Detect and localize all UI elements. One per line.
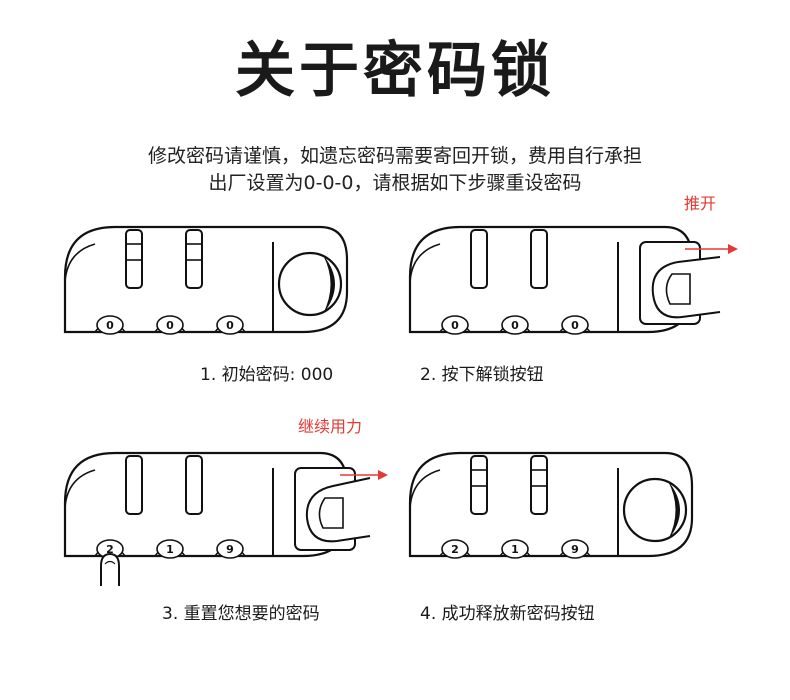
dial-3: [561, 539, 589, 559]
release-button: [277, 251, 343, 317]
dial-2: [156, 315, 184, 335]
slot-2: [530, 229, 548, 289]
intro-line-2: 出厂设置为0-0-0，请根据如下步骤重设密码: [208, 172, 582, 194]
lock-illustration-step-1: 0 0 0: [63, 225, 349, 335]
lock-illustration-step-4: 2 1 9: [408, 451, 694, 559]
lock-illustration-step-2: 0 0 0: [408, 225, 738, 335]
slot-1: [470, 455, 488, 515]
slot-1: [125, 229, 143, 289]
dial-digit-2: 0: [166, 319, 174, 332]
push-arrow-icon: [728, 244, 738, 254]
step-3-caption: 3. 重置您想要的密码: [162, 604, 320, 624]
dial-digit-3: 9: [571, 543, 579, 556]
step-2-caption: 2. 按下解锁按钮: [420, 365, 544, 385]
dial-digit-1: 0: [106, 319, 114, 332]
dial-1: [441, 315, 469, 335]
push-arrow-icon: [378, 470, 388, 480]
dial-2: [501, 539, 529, 559]
lock-illustration-step-3: 2 1 9: [63, 451, 388, 586]
fingertip-on-dial: [100, 552, 120, 586]
slot-1: [125, 455, 143, 515]
dial-3: [216, 539, 244, 559]
intro-line-1: 修改密码请谨慎，如遗忘密码需要寄回开锁，费用自行承担: [147, 145, 642, 167]
dial-digit-2: 1: [511, 543, 519, 556]
slot-1: [470, 229, 488, 289]
dial-digit-3: 0: [226, 319, 234, 332]
dial-digit-3: 9: [226, 543, 234, 556]
release-button: [622, 477, 688, 543]
step-2-note: 推开: [684, 194, 717, 213]
page-title: 关于密码锁: [235, 36, 555, 106]
dial-digit-3: 0: [571, 319, 579, 332]
slot-2: [185, 455, 203, 515]
dial-3: [561, 315, 589, 335]
dial-digit-1: 2: [451, 543, 459, 556]
slot-2: [530, 455, 548, 515]
step-4-caption: 4. 成功释放新密码按钮: [420, 604, 595, 624]
dial-digit-1: 2: [106, 543, 114, 556]
dial-digit-2: 1: [166, 543, 174, 556]
dial-2: [501, 315, 529, 335]
dial-digit-1: 0: [451, 319, 459, 332]
dial-1: [441, 539, 469, 559]
step-3-note: 继续用力: [298, 417, 363, 436]
step-1-caption: 1. 初始密码: 000: [200, 365, 334, 385]
dial-2: [156, 539, 184, 559]
dial-3: [216, 315, 244, 335]
dial-1: [96, 315, 124, 335]
slot-2: [185, 229, 203, 289]
dial-digit-2: 0: [511, 319, 519, 332]
